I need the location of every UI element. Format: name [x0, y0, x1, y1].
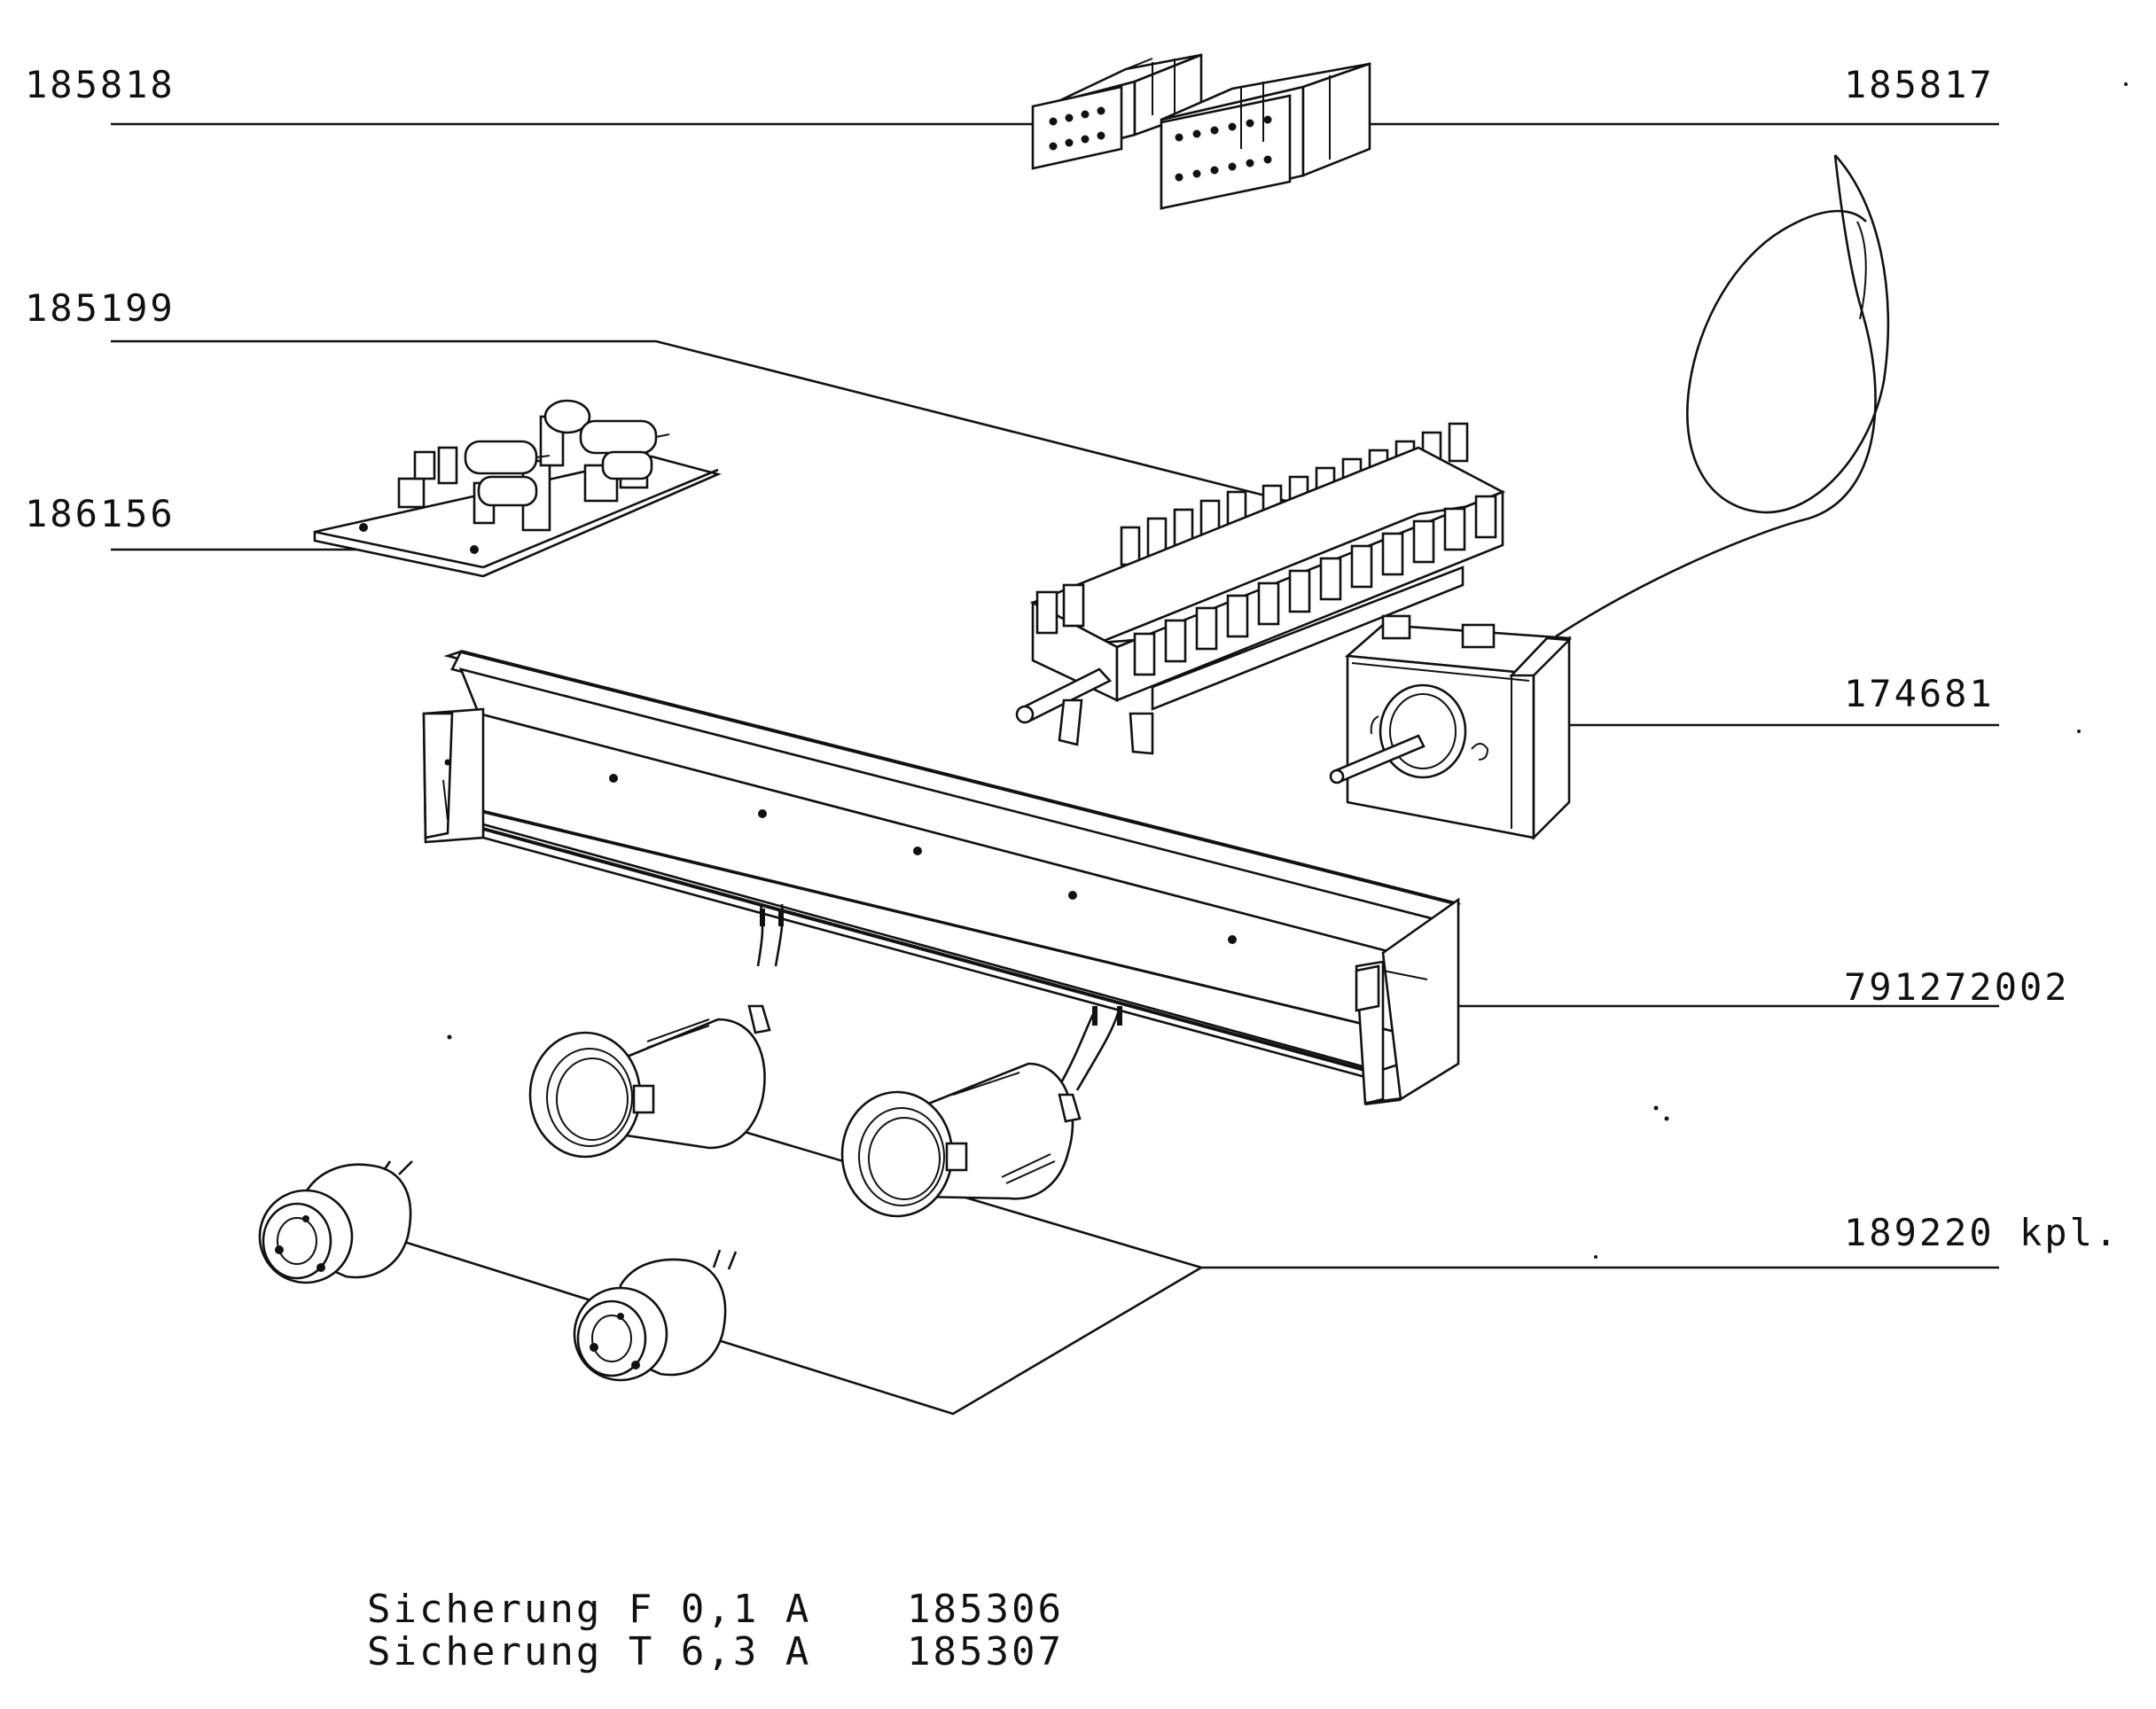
channel-791272002	[422, 650, 1462, 1105]
label-791272002: 791272002	[1844, 965, 2070, 1009]
label-185817: 185817	[1844, 63, 1995, 106]
fuse-number-2: 185307	[907, 1629, 1064, 1674]
fuse-name-1: Sicherung F 0,1 A	[367, 1587, 811, 1632]
label-186156: 186156	[25, 492, 176, 535]
connector-185818	[1031, 53, 1203, 170]
fuse-list: Sicherung F 0,1 A 185306 Sicherung T 6,3…	[367, 1587, 1064, 1674]
label-185199: 185199	[25, 286, 176, 330]
small-lamp-right	[573, 1249, 738, 1382]
thermostat-174681	[1329, 154, 1890, 841]
label-189220: 189220 kpl.	[1844, 1211, 2120, 1254]
connector-185817	[1160, 62, 1371, 210]
terminal-block-185199	[1015, 422, 1506, 755]
lamp-holder-189220-b	[840, 1006, 1122, 1218]
lamp-holder-189220-a	[528, 903, 784, 1159]
leader-lines	[111, 122, 1999, 1416]
label-174681: 174681	[1844, 672, 1995, 715]
circuit-board-186156	[313, 399, 722, 578]
leader-185199	[111, 339, 1322, 511]
small-lamp-left	[258, 1160, 413, 1284]
label-185818: 185818	[25, 63, 176, 106]
leader-189220-b	[358, 1226, 1202, 1416]
fuse-number-1: 185306	[907, 1587, 1064, 1632]
fuse-name-2: Sicherung T 6,3 A	[367, 1629, 811, 1674]
leader-189220-a	[589, 1084, 1999, 1269]
